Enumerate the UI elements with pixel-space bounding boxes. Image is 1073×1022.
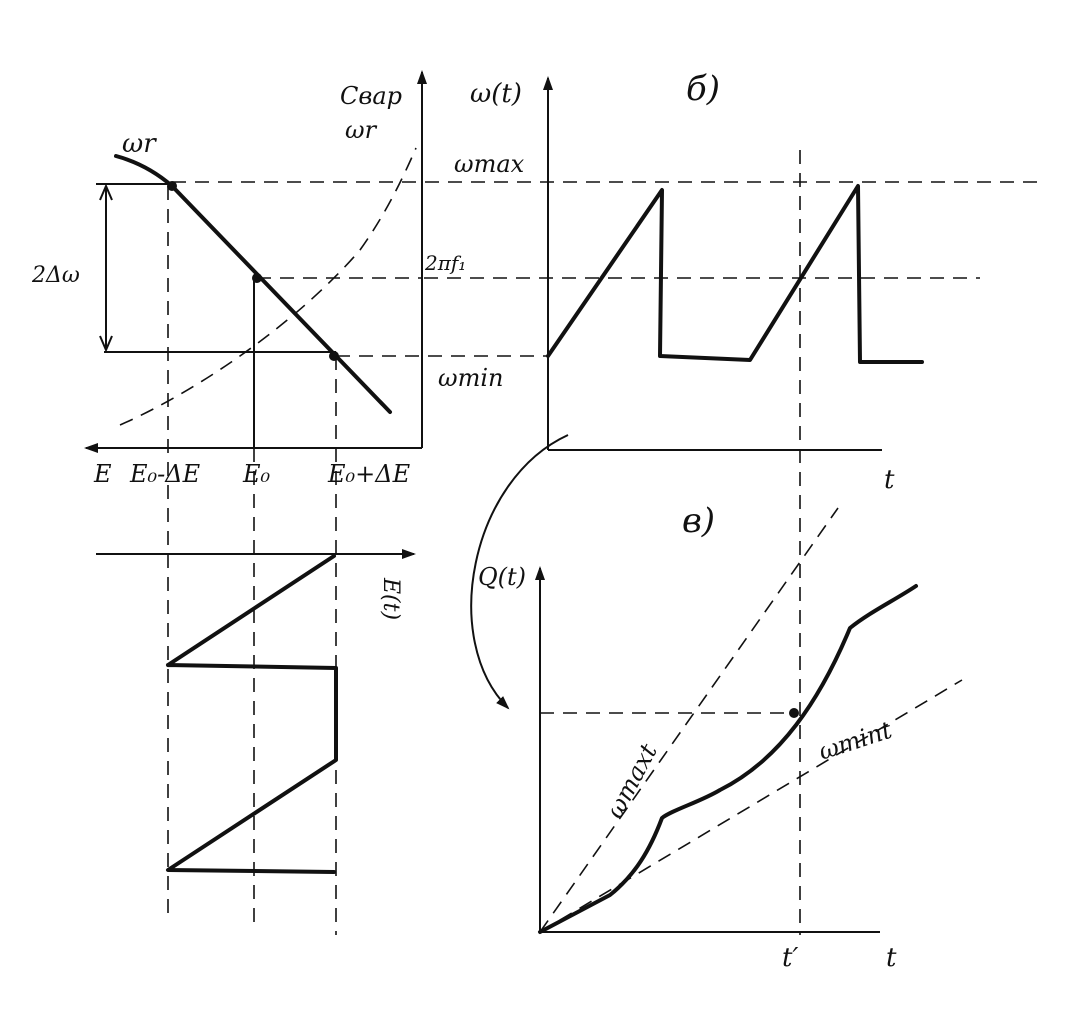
- cvar-curve: [119, 147, 417, 426]
- panel-c-x-label: t: [886, 943, 897, 973]
- omega-max-t-label: ωmaxt: [601, 739, 663, 823]
- x-label-e0-plus: E₀+ΔE: [327, 460, 411, 488]
- omega-r-curve-label: ωr: [122, 129, 157, 159]
- panel-input: E(t): [96, 549, 416, 874]
- amplitude-label: 2Δω: [31, 263, 80, 288]
- input-axis-label: E(t): [378, 577, 403, 620]
- panel-b-label: б): [686, 69, 720, 109]
- q-curve: [538, 584, 918, 934]
- omega-r-axis-label: ωr: [345, 116, 378, 144]
- transfer-arrow: [470, 434, 569, 710]
- line-omega-min-t: [539, 679, 963, 933]
- omega-max-label: ωmax: [454, 150, 525, 178]
- panel-c-label: в): [682, 501, 715, 541]
- panel-c: в) Q(t) ωmaxt ωmint t′ t: [478, 501, 963, 973]
- input-waveform: [166, 554, 338, 874]
- t-prime-label: t′: [782, 943, 798, 973]
- amplitude-arrow-head-bottom: [99, 335, 113, 353]
- point-omega-max: [167, 181, 177, 191]
- omega-min-label: ωmin: [438, 364, 503, 392]
- panel-b: б) ω(t) ωmax 2πf₁ ωmin t: [172, 69, 1040, 935]
- panel-c-y-label: Q(t): [478, 563, 526, 591]
- panel-a: Cвар ωr ωr 2Δω E E₀-ΔE E₀ E₀+ΔE: [31, 70, 427, 488]
- panel-b-x-label: t: [884, 465, 895, 495]
- cvar-label: Cвар: [340, 82, 402, 110]
- line-omega-max-t: [539, 507, 839, 933]
- omega-waveform: [546, 184, 924, 364]
- omega-min-t-label: ωmint: [815, 716, 895, 766]
- x-label-e: E: [93, 460, 112, 488]
- panel-b-y-label: ω(t): [470, 79, 522, 109]
- x-label-e0: E₀: [242, 460, 271, 488]
- amplitude-arrow-head-top: [99, 183, 113, 201]
- mid-frequency-label: 2πf₁: [424, 251, 466, 275]
- x-label-e0-minus: E₀-ΔE: [129, 460, 201, 488]
